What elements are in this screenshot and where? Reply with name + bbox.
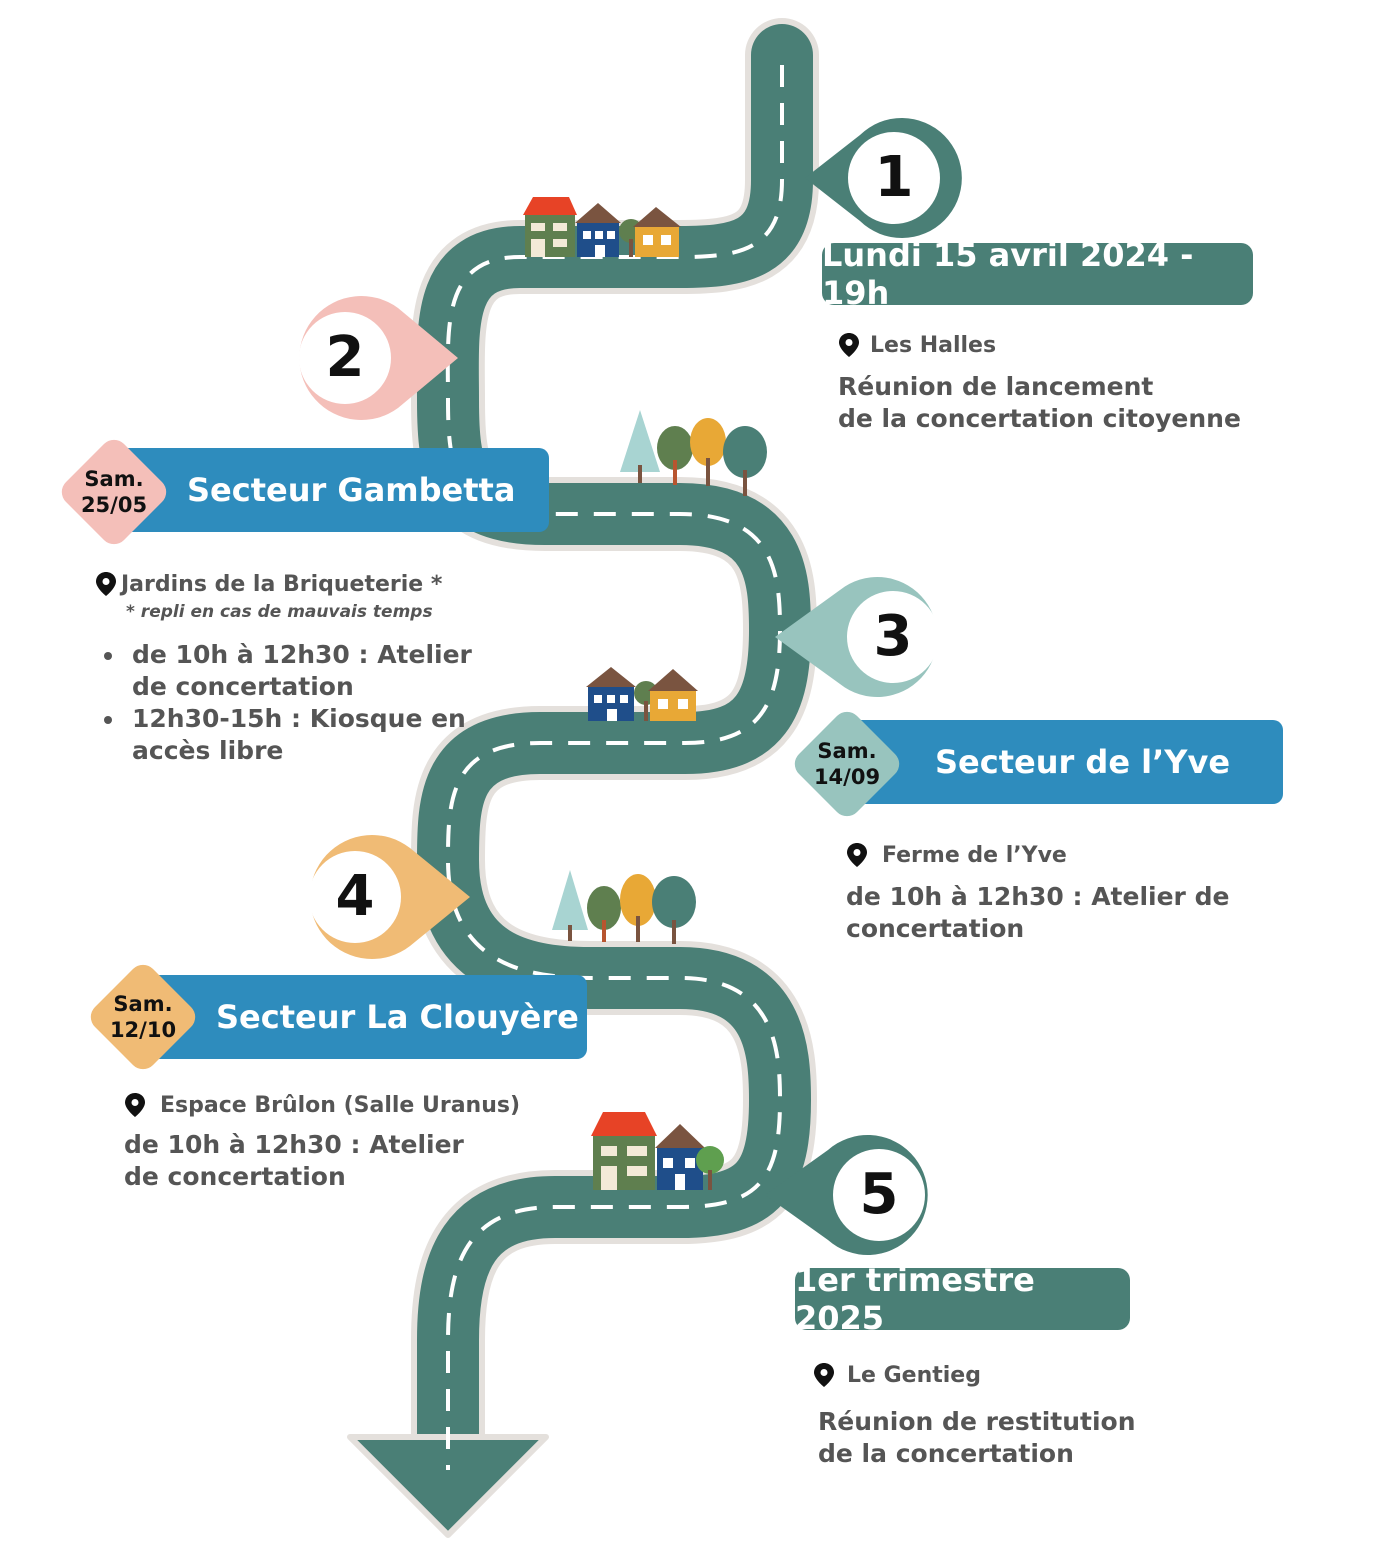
step-3-place: Ferme de l’Yve bbox=[846, 840, 1067, 870]
step-1-date: Lundi 15 avril 2024 - 19h bbox=[822, 236, 1194, 312]
step-5-description: Réunion de restitution de la concertatio… bbox=[818, 1406, 1136, 1470]
location-pin-icon bbox=[814, 1363, 834, 1387]
step-3-desc-line1: de 10h à 12h30 : Atelier de bbox=[846, 882, 1230, 911]
step-3-title: Secteur de l’Yve bbox=[935, 743, 1231, 781]
step-2-place-label: Jardins de la Briqueterie * bbox=[121, 571, 443, 597]
step-4-date-badge: Sam.12/10 bbox=[84, 958, 202, 1076]
step-4-title-box: Secteur La Clouyère bbox=[130, 975, 587, 1059]
step-3-description: de 10h à 12h30 : Atelier de concertation bbox=[846, 881, 1229, 945]
step-4-title: Secteur La Clouyère bbox=[216, 998, 579, 1036]
step-4-place-label: Espace Brûlon (Salle Uranus) bbox=[160, 1092, 521, 1118]
location-pin-icon bbox=[839, 333, 859, 357]
step-3-number: 3 bbox=[873, 604, 913, 669]
step-2-title-box: Secteur Gambetta bbox=[105, 448, 549, 532]
step-1-desc-line1: Réunion de lancement bbox=[838, 372, 1154, 401]
step-1-number: 1 bbox=[874, 145, 914, 210]
step-4-desc-line2: de concertation bbox=[124, 1162, 346, 1191]
step-3-title-box: Secteur de l’Yve bbox=[840, 720, 1283, 804]
step-5-place-label: Le Gentieg bbox=[847, 1362, 981, 1388]
location-pin-icon bbox=[96, 572, 116, 596]
step-1-desc-line2: de la concertation citoyenne bbox=[838, 404, 1241, 433]
road-arrow-icon bbox=[347, 1434, 549, 1538]
house-icon bbox=[586, 667, 698, 721]
step-3-desc-line2: concertation bbox=[846, 914, 1025, 943]
pin-4-icon bbox=[309, 834, 470, 959]
step-4-place: Espace Brûlon (Salle Uranus) bbox=[124, 1090, 520, 1120]
step-2-note: * repli en cas de mauvais temps bbox=[126, 602, 433, 622]
step-2-day: Sam. bbox=[84, 467, 144, 491]
house-icon bbox=[591, 1112, 724, 1190]
house-icon bbox=[523, 197, 681, 257]
step-5-desc-line1: Réunion de restitution bbox=[818, 1407, 1136, 1436]
location-pin-icon bbox=[847, 843, 867, 867]
step-4-desc-line1: de 10h à 12h30 : Atelier bbox=[124, 1130, 464, 1159]
step-2-number: 2 bbox=[325, 325, 365, 390]
step-5-number: 5 bbox=[859, 1162, 899, 1227]
step-5-desc-line2: de la concertation bbox=[818, 1439, 1074, 1468]
step-5-date: 1er trimestre 2025 bbox=[795, 1261, 1035, 1337]
step-3-day: Sam. bbox=[817, 739, 877, 763]
step-1-description: Réunion de lancement de la concertation … bbox=[838, 371, 1241, 435]
step-1-date-box: Lundi 15 avril 2024 - 19h bbox=[822, 236, 1253, 312]
pin-2-icon bbox=[299, 296, 458, 421]
pin-3-icon bbox=[775, 577, 939, 697]
step-4-description: de 10h à 12h30 : Atelier de concertation bbox=[124, 1129, 464, 1193]
step-2-date: 25/05 bbox=[80, 493, 148, 517]
step-5-place: Le Gentieg bbox=[813, 1360, 981, 1390]
step-4-date: 12/10 bbox=[109, 1018, 177, 1042]
step-1-place: Les Halles bbox=[838, 330, 996, 360]
step-3-date-badge: Sam.14/09 bbox=[788, 705, 906, 823]
pin-1-icon bbox=[805, 118, 962, 238]
step-5-date-box: 1er trimestre 2025 bbox=[795, 1261, 1130, 1337]
location-pin-icon bbox=[125, 1093, 145, 1117]
step-4-day: Sam. bbox=[113, 992, 173, 1016]
step-2-place: Jardins de la Briqueterie * bbox=[95, 569, 442, 599]
pin-5-icon bbox=[765, 1135, 928, 1256]
step-2-title: Secteur Gambetta bbox=[187, 471, 516, 509]
step-3-place-label: Ferme de l’Yve bbox=[882, 842, 1067, 868]
tree-icon bbox=[552, 870, 696, 944]
step-3-date: 14/09 bbox=[813, 765, 881, 789]
step-4-number: 4 bbox=[335, 864, 375, 929]
tree-icon bbox=[620, 410, 767, 496]
step-1-place-label: Les Halles bbox=[870, 332, 997, 358]
step-2-date-badge: Sam.25/05 bbox=[55, 433, 173, 551]
